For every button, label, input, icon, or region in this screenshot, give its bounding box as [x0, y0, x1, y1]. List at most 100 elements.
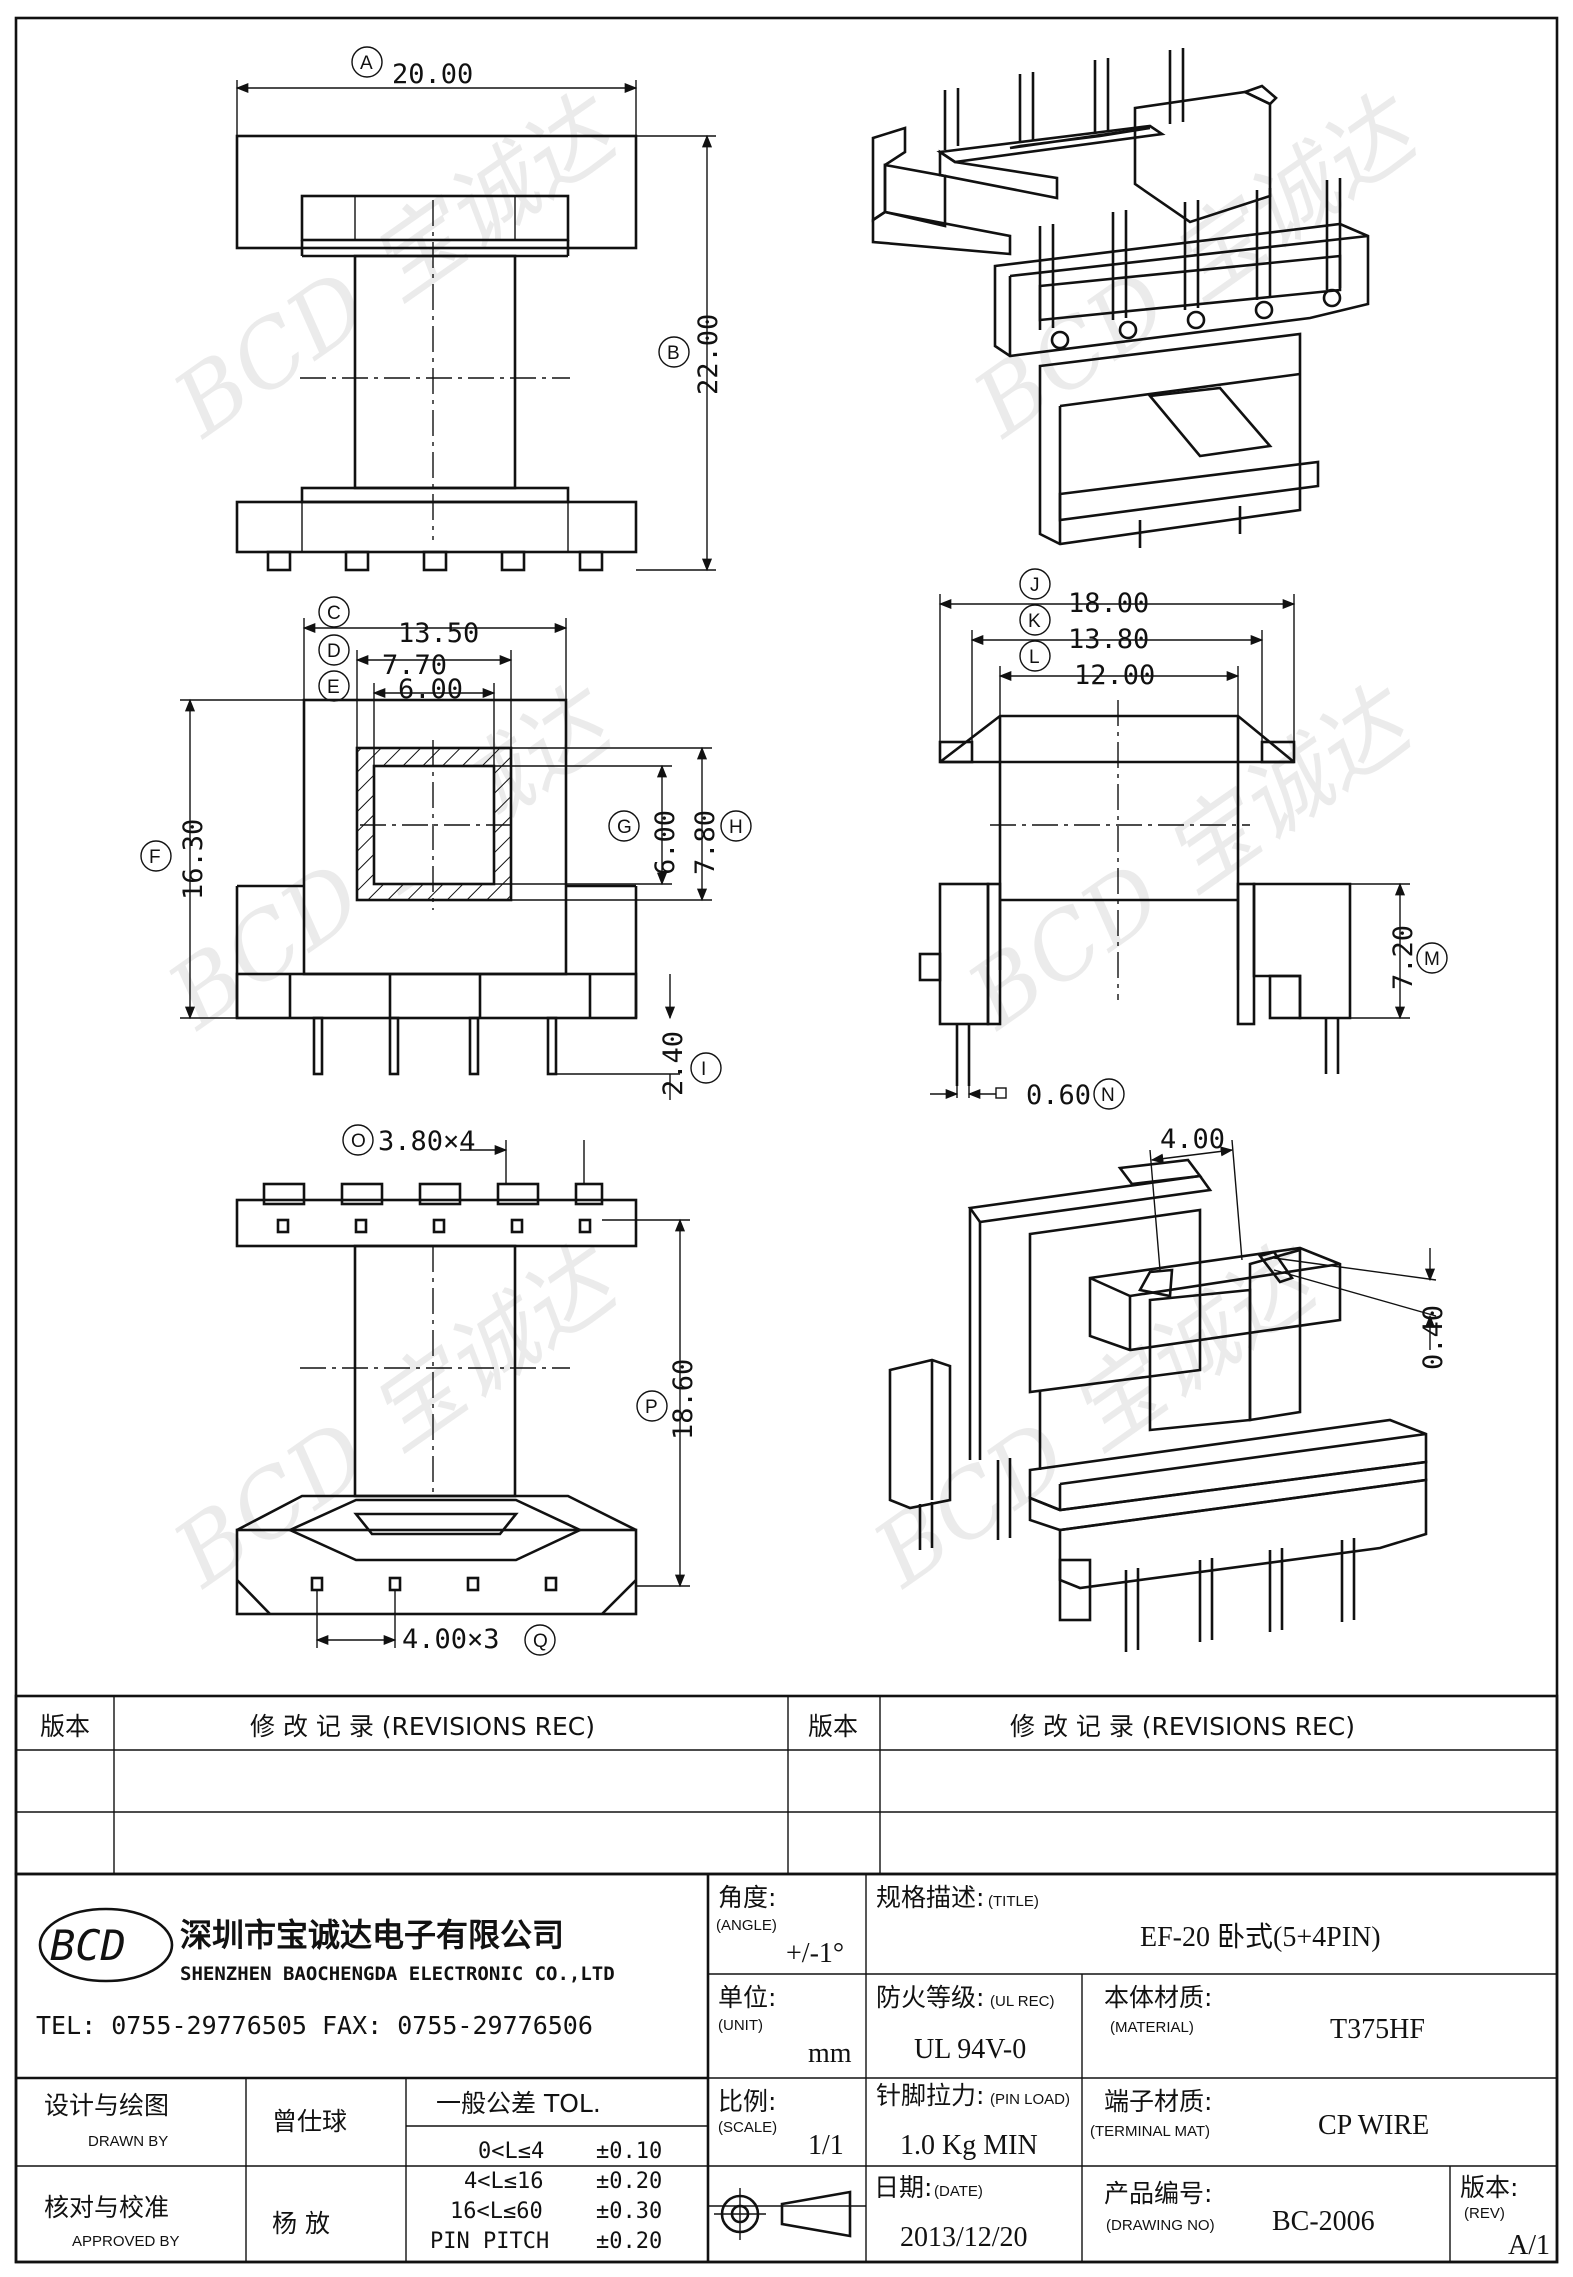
rev-record-label-right: 修 改 记 录 (REVISIONS REC) — [1010, 1712, 1355, 1741]
pinload-value: 1.0 Kg MIN — [900, 2130, 1038, 2161]
dim-i-value: 2.40 — [658, 1031, 689, 1096]
dim-g-letter: G — [617, 817, 632, 838]
dim-n-letter: N — [1101, 1085, 1115, 1106]
iso-view-bottom: 4.00 0.40 — [888, 1124, 1449, 1652]
unit-sub: (UNIT) — [718, 2017, 763, 2034]
tol-label: 一般公差 TOL. — [436, 2089, 601, 2118]
company-contact: TEL: 0755-29776505 FAX: 0755-29776506 — [36, 2011, 593, 2040]
dim-h-letter: H — [729, 817, 743, 838]
tol-row-0-range: 0<L≤4 — [478, 2139, 544, 2164]
side-view: 18.00 J 13.80 K 12.00 L 7.20 M 0.60 N — [918, 568, 1448, 1111]
scale-label: 比例: — [718, 2087, 776, 2116]
dim-k-letter: K — [1028, 611, 1041, 632]
tol-row-1-range: 4<L≤16 — [464, 2169, 543, 2194]
tol-row-1-value: ±0.20 — [596, 2169, 662, 2194]
tol-row-3-range: PIN PITCH — [430, 2229, 549, 2254]
dim-b-letter: B — [667, 343, 680, 364]
title-block: BCD 深圳市宝诚达电子有限公司 SHENZHEN BAOCHENGDA ELE… — [14, 1872, 1559, 2264]
company-name-en: SHENZHEN BAOCHENGDA ELECTRONIC CO.,LTD — [180, 1963, 615, 1985]
pinload-label: 针脚拉力: — [876, 2081, 984, 2110]
ul-label: 防火等级: — [876, 1983, 984, 2012]
dim-d-letter: D — [327, 641, 341, 662]
dim-o-value: 3.80×4 — [378, 1126, 476, 1157]
company-logo: BCD — [38, 1907, 174, 1983]
dim-p-value: 18.60 — [668, 1359, 699, 1440]
revisions-table: 版本 修 改 记 录 (REVISIONS REC) 版本 修 改 记 录 (R… — [14, 1694, 1559, 1876]
dim-n-value: 0.60 — [1026, 1080, 1091, 1111]
terminal-sub: (TERMINAL MAT) — [1090, 2123, 1210, 2140]
dim-l-letter: L — [1029, 647, 1040, 668]
dim-h-value: 7.80 — [690, 810, 721, 875]
scale-sub: (SCALE) — [718, 2119, 777, 2136]
material-value: T375HF — [1330, 2014, 1425, 2045]
front-view: 20.00 A 22.00 B — [235, 46, 724, 572]
projection-symbol-icon — [714, 2188, 852, 2240]
title-label: 规格描述: — [876, 1883, 984, 1912]
rev-sub: (REV) — [1464, 2205, 1505, 2222]
date-value: 2013/12/20 — [900, 2222, 1028, 2253]
dim-m-letter: M — [1424, 949, 1440, 970]
dim-f-value: 16.30 — [178, 819, 209, 900]
dim-b-value: 22.00 — [693, 314, 724, 395]
terminal-label: 端子材质: — [1104, 2087, 1212, 2116]
approved-label: 核对与校准 — [44, 2193, 169, 2222]
title-value: EF-20 卧式(5+4PIN) — [1140, 1921, 1381, 1953]
material-sub: (MATERIAL) — [1110, 2019, 1194, 2036]
date-label: 日期: — [874, 2173, 932, 2202]
dim-c-letter: C — [327, 603, 341, 624]
angle-value: +/-1° — [786, 1938, 844, 1969]
watermark-5: BCD 宝诚达 — [154, 1225, 640, 1609]
angle-sub: (ANGLE) — [716, 1917, 777, 1934]
dim-l-value: 12.00 — [1074, 660, 1155, 691]
scale-value: 1/1 — [808, 2130, 844, 2161]
dim-j-letter: J — [1030, 575, 1040, 596]
watermarks: BCD 宝诚达 BCD 宝诚达 BCD 宝诚达 BCD 宝诚达 BCD 宝诚达 … — [148, 75, 1439, 1609]
tol-row-2-range: 16<L≤60 — [450, 2199, 543, 2224]
pinload-sub: (PIN LOAD) — [990, 2091, 1070, 2108]
dim-f-letter: F — [149, 847, 161, 868]
dim-j-value: 18.00 — [1068, 588, 1149, 619]
drawing-sub: (DRAWING NO) — [1106, 2217, 1215, 2234]
ul-sub: (UL REC) — [990, 1993, 1054, 2010]
dim-i-letter: I — [701, 1059, 706, 1080]
company-name-cn: 深圳市宝诚达电子有限公司 — [180, 1916, 564, 1954]
dim-p-letter: P — [645, 1397, 658, 1418]
dim-iso-side-value: 0.40 — [1418, 1305, 1449, 1370]
unit-value: mm — [808, 2038, 852, 2069]
rev-version-label-left: 版本 — [40, 1712, 90, 1741]
watermark-4: BCD 宝诚达 — [948, 666, 1434, 1050]
section-view: 13.50 C 7.70 D 6.00 E 16.30 F 6.00 G 7.8… — [140, 596, 752, 1100]
approved-sub: APPROVED BY — [72, 2233, 180, 2250]
drawn-sub: DRAWN BY — [88, 2133, 168, 2150]
terminal-value: CP WIRE — [1318, 2110, 1429, 2141]
tol-row-2-value: ±0.30 — [596, 2199, 662, 2224]
rev-version-label-right: 版本 — [808, 1712, 858, 1741]
dim-a-value: 20.00 — [392, 59, 473, 90]
dim-q-value: 4.00×3 — [402, 1624, 500, 1655]
ul-value: UL 94V-0 — [914, 2034, 1026, 2065]
drawn-value: 曾仕球 — [272, 2107, 347, 2136]
rev-value: A/1 — [1508, 2230, 1550, 2261]
bottom-view: O 3.80×4 18.60 P 4.00×3 Q — [235, 1124, 699, 1656]
dim-e-letter: E — [327, 677, 340, 698]
dim-a-letter: A — [360, 53, 373, 74]
drawing-label: 产品编号: — [1104, 2179, 1212, 2208]
rev-label: 版本: — [1460, 2173, 1518, 2202]
rev-record-label-left: 修 改 记 录 (REVISIONS REC) — [250, 1712, 595, 1741]
dim-m-value: 7.20 — [1388, 925, 1419, 990]
approved-value: 杨 放 — [272, 2209, 330, 2238]
drawing-value: BC-2006 — [1272, 2206, 1375, 2237]
watermark-1: BCD 宝诚达 — [154, 75, 640, 459]
tol-row-0-value: ±0.10 — [596, 2139, 662, 2164]
dim-iso-top-value: 4.00 — [1160, 1124, 1225, 1155]
dim-q-letter: Q — [533, 1631, 548, 1652]
dim-k-value: 13.80 — [1068, 624, 1149, 655]
dim-c-value: 13.50 — [398, 618, 479, 649]
tol-row-3-value: ±0.20 — [596, 2229, 662, 2254]
dim-d-value: 7.70 — [382, 650, 447, 681]
unit-label: 单位: — [718, 1983, 776, 2012]
material-label: 本体材质: — [1104, 1983, 1212, 2012]
dim-g-value: 6.00 — [650, 810, 681, 875]
angle-label: 角度: — [718, 1883, 776, 1912]
